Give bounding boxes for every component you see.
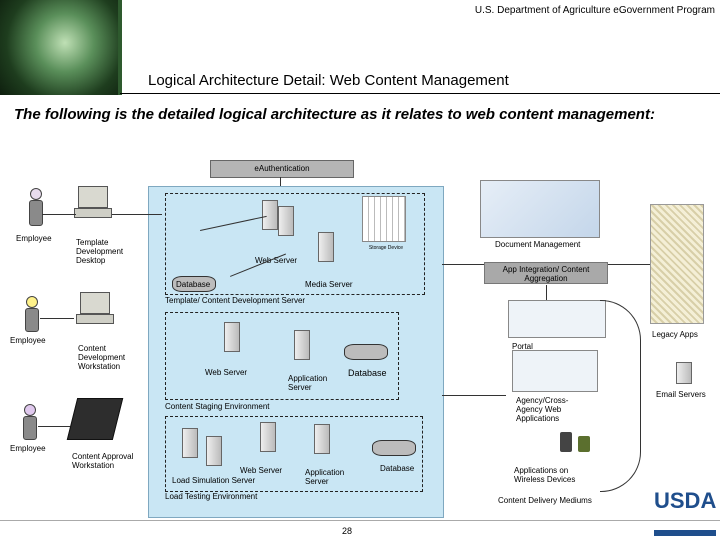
portal-graphic — [508, 300, 606, 338]
database-label: Database — [348, 368, 387, 378]
program-name: U.S. Department of Agriculture eGovernme… — [474, 5, 715, 16]
connector — [40, 318, 74, 319]
desktop-computer-icon — [78, 186, 108, 208]
app-server-icon — [314, 424, 330, 454]
footer-rule — [0, 520, 720, 521]
email-server-icon — [676, 362, 692, 384]
app-server-label: Application Server — [305, 468, 345, 486]
web-server-label: Web Server — [255, 256, 298, 265]
employee-label: Employee — [10, 444, 46, 453]
employee-icon — [24, 404, 36, 416]
portal-label: Portal — [512, 342, 533, 351]
agency-web-app-graphic — [512, 350, 598, 392]
connector — [280, 177, 281, 186]
header-stripe — [118, 0, 122, 95]
load-env-label: Load Testing Environment — [165, 492, 258, 501]
workstation-icon — [80, 292, 110, 314]
web-server-label: Web Server — [240, 466, 283, 475]
media-server-icon — [318, 232, 334, 262]
storage-device-icon — [362, 196, 406, 242]
employee-icon — [23, 416, 37, 440]
connector — [608, 264, 650, 265]
connector — [442, 264, 484, 265]
web-server-icon — [262, 200, 278, 230]
content-delivery-bracket — [600, 300, 641, 492]
page-title: Logical Architecture Detail: Web Content… — [148, 72, 509, 89]
employee-icon — [26, 296, 38, 308]
web-server-label: Web Server — [205, 368, 248, 377]
connector — [112, 214, 162, 215]
content-workstation-label: Content Development Workstation — [78, 344, 126, 371]
template-dev-environment — [165, 193, 425, 295]
header-globe-graphic — [0, 0, 118, 95]
connector — [42, 214, 76, 215]
approval-workstation-label: Content Approval Workstation — [72, 452, 134, 470]
page-number: 28 — [342, 526, 353, 536]
desktop-computer-icon — [74, 208, 112, 218]
database-icon — [372, 440, 416, 456]
template-env-label: Template/ Content Development Server — [165, 296, 306, 305]
eauthentication-box: eAuthentication — [210, 160, 354, 178]
employee-icon — [25, 308, 39, 332]
document-management-graphic — [480, 180, 600, 238]
database-icon — [344, 344, 388, 360]
employee-icon — [30, 188, 42, 200]
connector — [442, 395, 506, 396]
document-management-label: Document Management — [495, 240, 581, 249]
database-label: Database — [176, 280, 211, 289]
employee-icon — [29, 200, 43, 226]
laptop-icon — [66, 398, 124, 440]
wireless-device-icon — [578, 436, 590, 452]
employee-label: Employee — [16, 234, 52, 243]
wireless-device-icon — [560, 432, 572, 452]
database-label: Database — [380, 464, 415, 473]
app-integration-box: App Integration/ Content Aggregation — [484, 262, 608, 284]
staging-env-label: Content Staging Environment — [165, 402, 270, 411]
staging-environment — [165, 312, 399, 400]
load-sim-server-icon — [182, 428, 198, 458]
legacy-apps-label: Legacy Apps — [652, 330, 698, 339]
wireless-label: Applications on Wireless Devices — [514, 466, 576, 484]
title-rule — [120, 93, 720, 94]
template-desktop-label: Template Development Desktop — [76, 238, 124, 265]
database-icon — [172, 276, 216, 292]
web-server-icon — [260, 422, 276, 452]
workstation-icon — [76, 314, 114, 324]
connector — [546, 285, 547, 301]
storage-device-label: Storage Device — [368, 245, 404, 251]
load-sim-server-icon — [206, 436, 222, 466]
connector — [38, 426, 70, 427]
web-server-icon — [278, 206, 294, 236]
intro-text: The following is the detailed logical ar… — [14, 106, 655, 123]
agency-web-label: Agency/Cross-Agency Web Applications — [516, 396, 569, 423]
load-testing-environment — [165, 416, 423, 492]
web-server-icon — [224, 322, 240, 352]
usda-logo: USDA — [654, 486, 716, 536]
email-servers-label: Email Servers — [656, 390, 706, 399]
load-sim-label: Load Simulation Server — [172, 476, 256, 485]
app-server-label: Application Server — [288, 374, 328, 392]
app-server-icon — [294, 330, 310, 360]
employee-label: Employee — [10, 336, 46, 345]
legacy-apps-graphic — [650, 204, 704, 324]
media-server-label: Media Server — [305, 280, 353, 289]
content-delivery-label: Content Delivery Mediums — [498, 496, 592, 505]
